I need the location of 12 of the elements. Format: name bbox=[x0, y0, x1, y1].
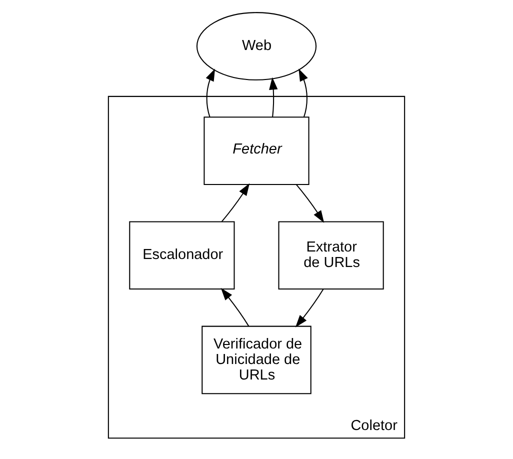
arrow bbox=[220, 288, 250, 326]
arrow bbox=[295, 288, 324, 328]
arrow bbox=[296, 184, 324, 223]
arrow bbox=[221, 183, 250, 222]
node-ellipse: Web bbox=[196, 12, 317, 80]
node-box: Fetcher bbox=[204, 116, 310, 185]
node-box: Verificador de Unicidade de URLs bbox=[202, 326, 312, 394]
node-box: Escalonador bbox=[129, 221, 235, 290]
arrow bbox=[298, 68, 308, 118]
arrow bbox=[269, 77, 278, 118]
arrow bbox=[206, 68, 216, 118]
node-box: Extrator de URLs bbox=[278, 221, 384, 290]
